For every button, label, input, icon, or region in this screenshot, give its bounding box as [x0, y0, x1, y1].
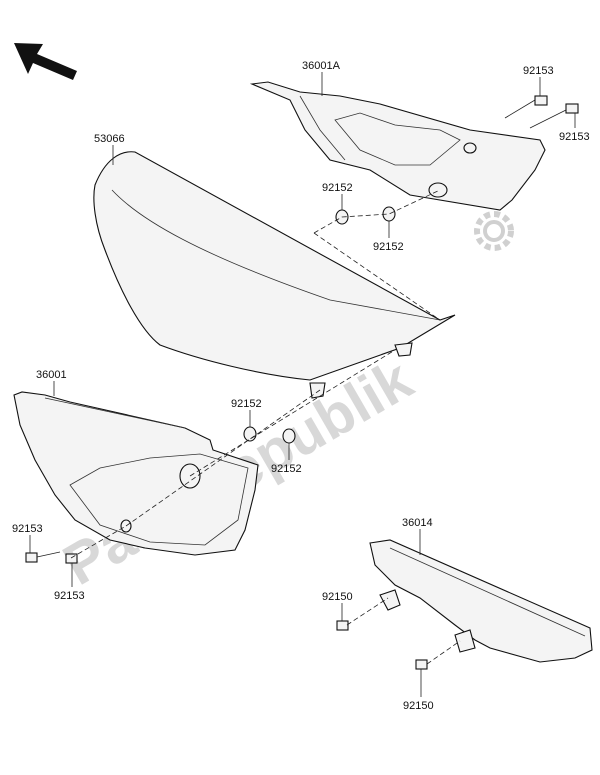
bolt-left-1	[25, 551, 61, 563]
label-bolt-top-2: 92153	[559, 131, 590, 143]
grommet-mid-2	[282, 428, 296, 444]
grommet-mid-1	[243, 426, 257, 442]
label-bolt-chain-2: 92150	[403, 700, 434, 712]
label-bolt-left-1: 92153	[12, 523, 43, 535]
front-direction-arrow-icon	[14, 43, 77, 80]
leader-lines	[29, 72, 576, 697]
label-seat: 53066	[94, 133, 125, 145]
bolt-top-1	[504, 95, 548, 119]
chain-cover	[369, 539, 593, 663]
bolt-left-2	[65, 553, 78, 564]
label-chain-cover: 36014	[402, 517, 433, 529]
gear-icon	[474, 211, 514, 251]
bolt-chain-1	[336, 620, 349, 631]
label-side-cover-left: 36001	[36, 369, 67, 381]
bolt-chain-2	[415, 659, 428, 670]
assembly-lines	[70, 189, 461, 665]
side-cover-right	[249, 81, 546, 211]
seat	[93, 151, 456, 399]
label-grommet-top-1: 92152	[322, 182, 353, 194]
label-bolt-chain-1: 92150	[322, 591, 353, 603]
label-grommet-mid-1: 92152	[231, 398, 262, 410]
bolt-top-2	[529, 103, 579, 129]
label-bolt-top-1: 92153	[523, 65, 554, 77]
label-grommet-top-2: 92152	[373, 241, 404, 253]
label-side-cover-right: 36001A	[302, 60, 341, 72]
label-bolt-left-2: 92153	[54, 590, 85, 602]
label-grommet-mid-2: 92152	[271, 463, 302, 475]
side-cover-left	[13, 391, 259, 556]
